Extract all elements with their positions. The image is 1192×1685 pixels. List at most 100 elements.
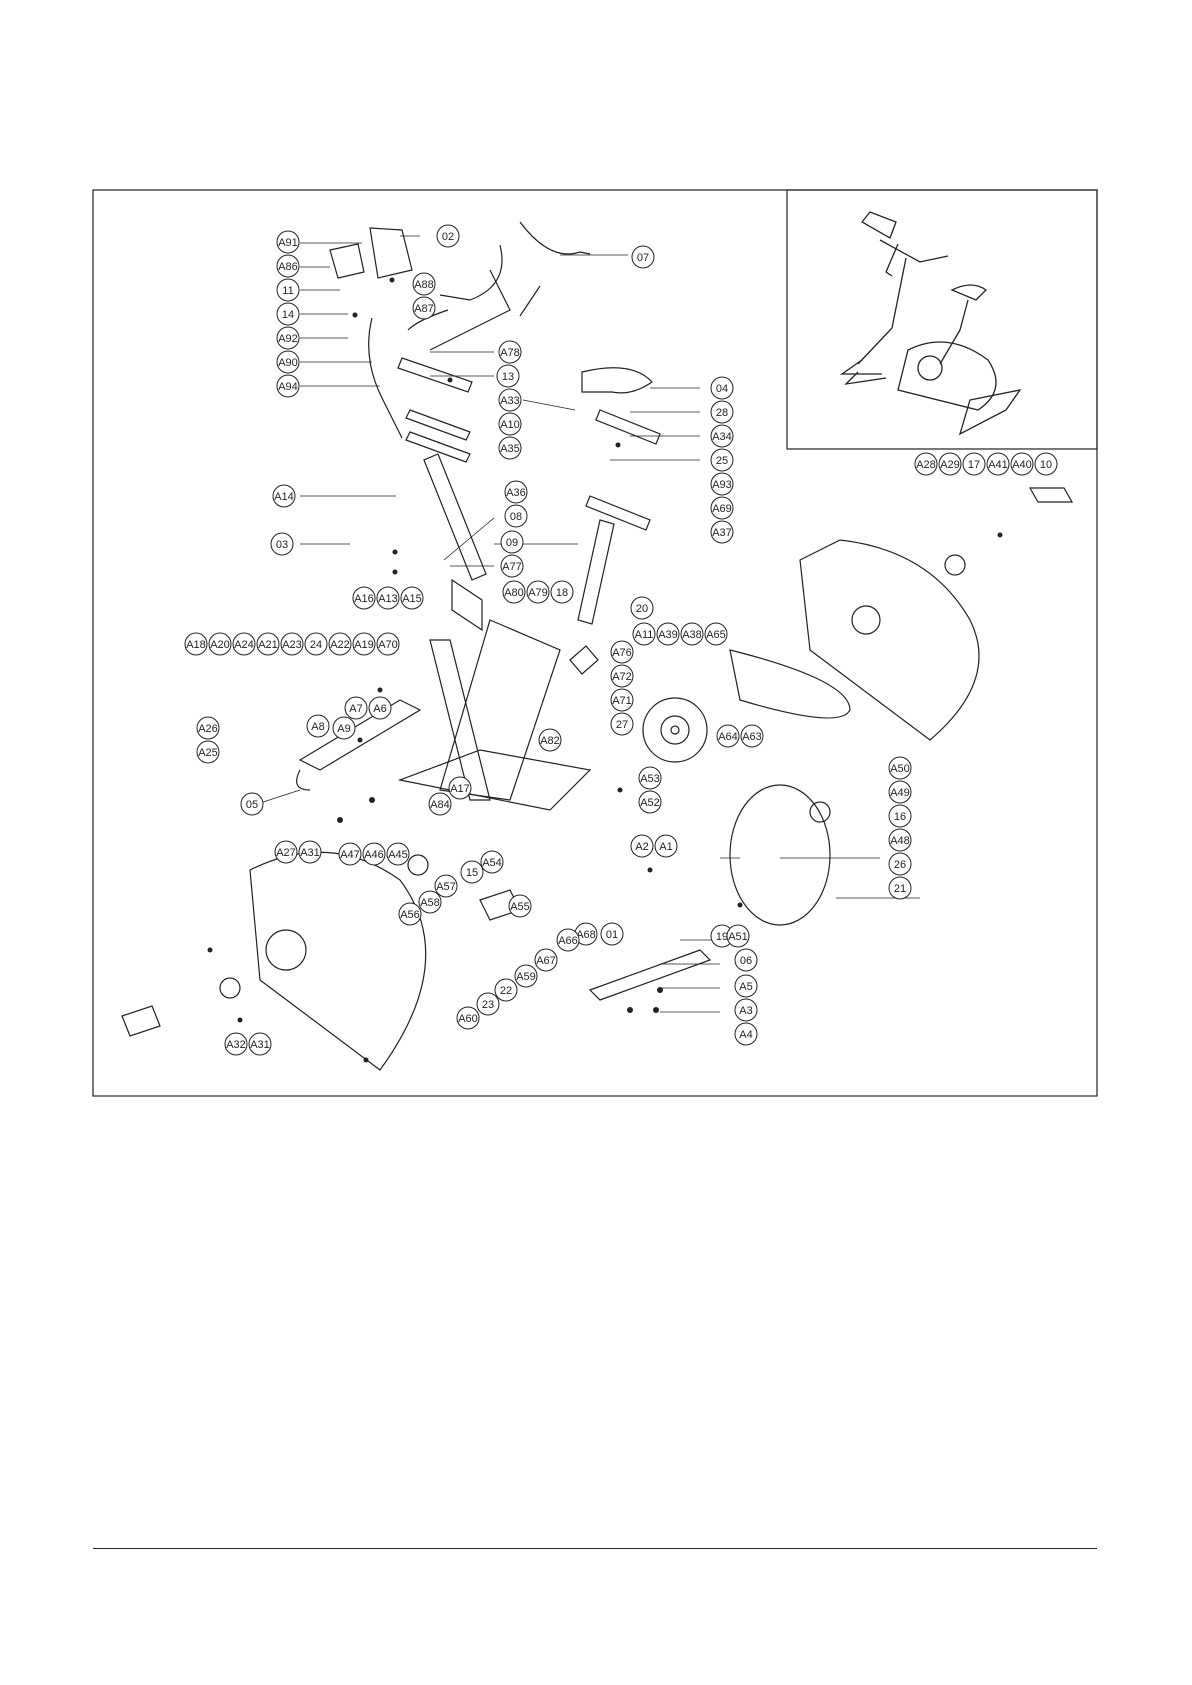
callout-text: A33 — [500, 395, 520, 407]
callout-text: A6 — [373, 703, 386, 715]
callout-04-16: 04 — [710, 376, 734, 400]
callout-text: A1 — [659, 841, 672, 853]
callout-a18-40: A18 — [184, 632, 208, 656]
callout-text: A8 — [311, 721, 324, 733]
callout-a76-49: A76 — [610, 640, 634, 664]
callout-text: A72 — [612, 671, 632, 683]
callout-a63-66: A63 — [740, 724, 764, 748]
callout-a51-89: A51 — [726, 924, 750, 948]
callout-a49-68: A49 — [888, 780, 912, 804]
callout-27-52: 27 — [610, 712, 634, 736]
callout-text: A77 — [502, 561, 522, 573]
callout-a52-61: A52 — [638, 790, 662, 814]
callout-text: 11 — [282, 285, 293, 297]
callout-text: A38 — [682, 629, 702, 641]
callout-a92-4: A92 — [276, 326, 300, 350]
callout-a66-91: A66 — [556, 928, 580, 952]
callout-text: A16 — [354, 593, 374, 605]
callout-a35-15: A35 — [498, 436, 522, 460]
callout-a6-56: A6 — [368, 696, 392, 720]
callout-text: A25 — [198, 747, 218, 759]
callout-a2-84: A2 — [630, 834, 654, 858]
callout-text: A51 — [728, 931, 748, 943]
callout-22-94: 22 — [494, 978, 518, 1002]
callout-text: A32 — [226, 1039, 246, 1051]
callout-a5-97: A5 — [734, 974, 758, 998]
callout-a86-1: A86 — [276, 254, 300, 278]
callout-text: 10 — [1040, 459, 1052, 471]
callout-a77-28: A77 — [500, 554, 524, 578]
callout-a70-48: A70 — [376, 632, 400, 656]
callout-a59-93: A59 — [514, 964, 538, 988]
callout-a65-39: A65 — [704, 622, 728, 646]
callout-text: A86 — [278, 261, 298, 273]
callout-text: A24 — [234, 639, 254, 651]
callout-text: A10 — [500, 419, 520, 431]
callout-text: A47 — [340, 849, 360, 861]
callout-text: A88 — [414, 279, 434, 291]
callout-text: A54 — [482, 857, 502, 869]
callout-a38-38: A38 — [680, 622, 704, 646]
callout-a24-42: A24 — [232, 632, 256, 656]
callout-13-12: 13 — [496, 364, 520, 388]
callout-15-79: 15 — [460, 860, 484, 884]
callout-text: 25 — [716, 455, 728, 467]
callout-text: A57 — [436, 881, 456, 893]
callout-07-10: 07 — [631, 245, 655, 269]
callout-16-69: 16 — [888, 804, 912, 828]
callout-text: A90 — [278, 357, 298, 369]
callout-text: A35 — [500, 443, 520, 455]
callout-text: 14 — [282, 309, 294, 321]
callout-text: A94 — [278, 381, 298, 393]
callout-text: A31 — [250, 1039, 270, 1051]
callout-a58-81: A58 — [418, 890, 442, 914]
callout-text: A69 — [712, 503, 732, 515]
callout-text: A20 — [210, 639, 230, 651]
callout-a31-101: A31 — [248, 1032, 272, 1056]
callout-a28-102: A28 — [914, 452, 938, 476]
callout-a64-65: A64 — [716, 724, 740, 748]
callout-text: 19 — [716, 931, 728, 943]
callout-a46-76: A46 — [362, 842, 386, 866]
callout-text: A23 — [282, 639, 302, 651]
callout-02-7: 02 — [436, 224, 460, 248]
callout-text: A63 — [742, 731, 762, 743]
callout-text: 18 — [556, 587, 568, 599]
callout-a93-20: A93 — [710, 472, 734, 496]
callout-text: A26 — [198, 723, 218, 735]
callout-28-17: 28 — [710, 400, 734, 424]
callout-text: A48 — [890, 835, 910, 847]
callout-text: A45 — [388, 849, 408, 861]
callout-text: A64 — [718, 731, 738, 743]
callout-text: 26 — [894, 859, 906, 871]
callout-text: 06 — [740, 955, 752, 967]
callout-text: A50 — [890, 763, 910, 775]
callout-a4-99: A4 — [734, 1022, 758, 1046]
callout-a40-106: A40 — [1010, 452, 1034, 476]
callout-text: A41 — [988, 459, 1008, 471]
callout-a3-98: A3 — [734, 998, 758, 1022]
callout-a78-11: A78 — [498, 340, 522, 364]
callout-06-90: 06 — [734, 948, 758, 972]
callout-text: A49 — [890, 787, 910, 799]
callout-a37-23: A37 — [710, 520, 734, 544]
callout-a8-57: A8 — [306, 714, 330, 738]
callout-text: A39 — [658, 629, 678, 641]
callout-18-34: 18 — [550, 580, 574, 604]
callout-text: A78 — [500, 347, 520, 359]
callout-text: A19 — [354, 639, 374, 651]
callout-a54-78: A54 — [480, 850, 504, 874]
callout-text: A53 — [640, 773, 660, 785]
callout-text: A29 — [940, 459, 960, 471]
callout-text: A67 — [536, 955, 556, 967]
callout-a67-92: A67 — [534, 948, 558, 972]
callout-a16-29: A16 — [352, 586, 376, 610]
callout-text: 05 — [246, 799, 258, 811]
callout-01-87: 01 — [600, 922, 624, 946]
callout-a10-14: A10 — [498, 412, 522, 436]
callout-a29-103: A29 — [938, 452, 962, 476]
callout-a31-74: A31 — [298, 840, 322, 864]
callout-a48-70: A48 — [888, 828, 912, 852]
exploded-view-bike-diagram — [121, 221, 1074, 1071]
